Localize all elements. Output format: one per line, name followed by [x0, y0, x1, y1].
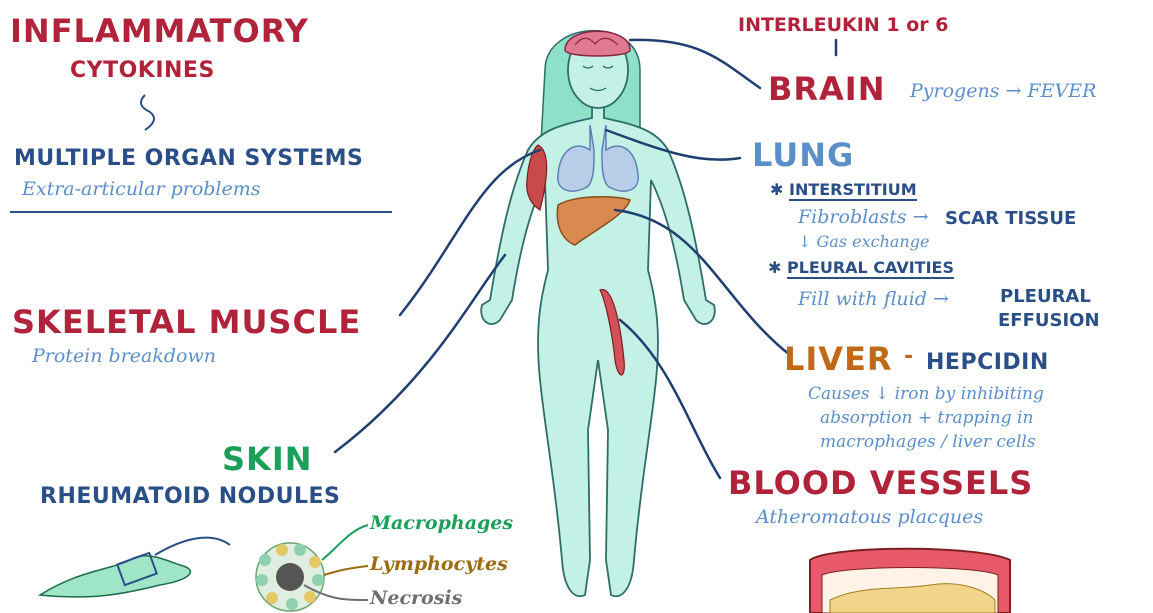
rheumatoid-nodules-label: RHEUMATOID NODULES	[40, 484, 340, 509]
lymphocytes-label: Lymphocytes	[370, 553, 508, 575]
liver-label: LIVER	[784, 340, 893, 378]
body-outline	[481, 105, 715, 596]
lung-label: LUNG	[752, 136, 854, 174]
blood-vessels-label: BLOOD VESSELS	[728, 464, 1033, 502]
nodule-cells	[256, 543, 324, 611]
liver-detail-3: macrophages / liver cells	[820, 432, 1036, 452]
atheromatous-placques-label: Atheromatous placques	[756, 506, 983, 528]
skeletal-muscle-label: SKELETAL MUSCLE	[12, 303, 361, 341]
organ-systems-label: MULTIPLE ORGAN SYSTEMS	[14, 146, 363, 171]
interstitium-text: INTERSTITIUM	[789, 180, 917, 201]
artery-illustration	[810, 549, 1010, 613]
title-line-1: INFLAMMATORY	[10, 12, 309, 50]
pleural-cavities-text: PLEURAL CAVITIES	[787, 258, 954, 279]
hepcidin-label: HEPCIDIN	[926, 350, 1049, 375]
protein-breakdown-label: Protein breakdown	[32, 345, 216, 367]
liver-dash: -	[904, 344, 914, 369]
liver-detail-2: absorption + trapping in	[820, 408, 1033, 428]
skin-label: SKIN	[222, 440, 313, 478]
fibroblasts-label: Fibroblasts →	[798, 206, 929, 228]
title-line-2: CYTOKINES	[70, 58, 215, 83]
brain-label: BRAIN	[768, 70, 885, 108]
interstitium-label: ✱ INTERSTITIUM	[770, 180, 917, 199]
gas-exchange-label: ↓ Gas exchange	[798, 232, 929, 251]
extra-articular-label: Extra-articular problems	[22, 178, 261, 200]
fill-fluid-label: Fill with fluid →	[798, 288, 949, 310]
interleukin-label: INTERLEUKIN 1 or 6	[738, 14, 948, 36]
squiggle-arrow	[141, 95, 154, 130]
skin-nodule	[40, 556, 190, 597]
pleural-cavities-label: ✱ PLEURAL CAVITIES	[768, 258, 954, 277]
pyrogens-fever-label: Pyrogens → FEVER	[910, 80, 1096, 102]
scar-tissue-label: SCAR TISSUE	[945, 208, 1076, 229]
necrosis-label: Necrosis	[370, 587, 462, 609]
pleural-label: PLEURAL	[1000, 286, 1091, 307]
liver-detail-1: Causes ↓ iron by inhibiting	[808, 384, 1044, 404]
effusion-label: EFFUSION	[998, 310, 1100, 331]
macrophages-label: Macrophages	[370, 512, 513, 534]
